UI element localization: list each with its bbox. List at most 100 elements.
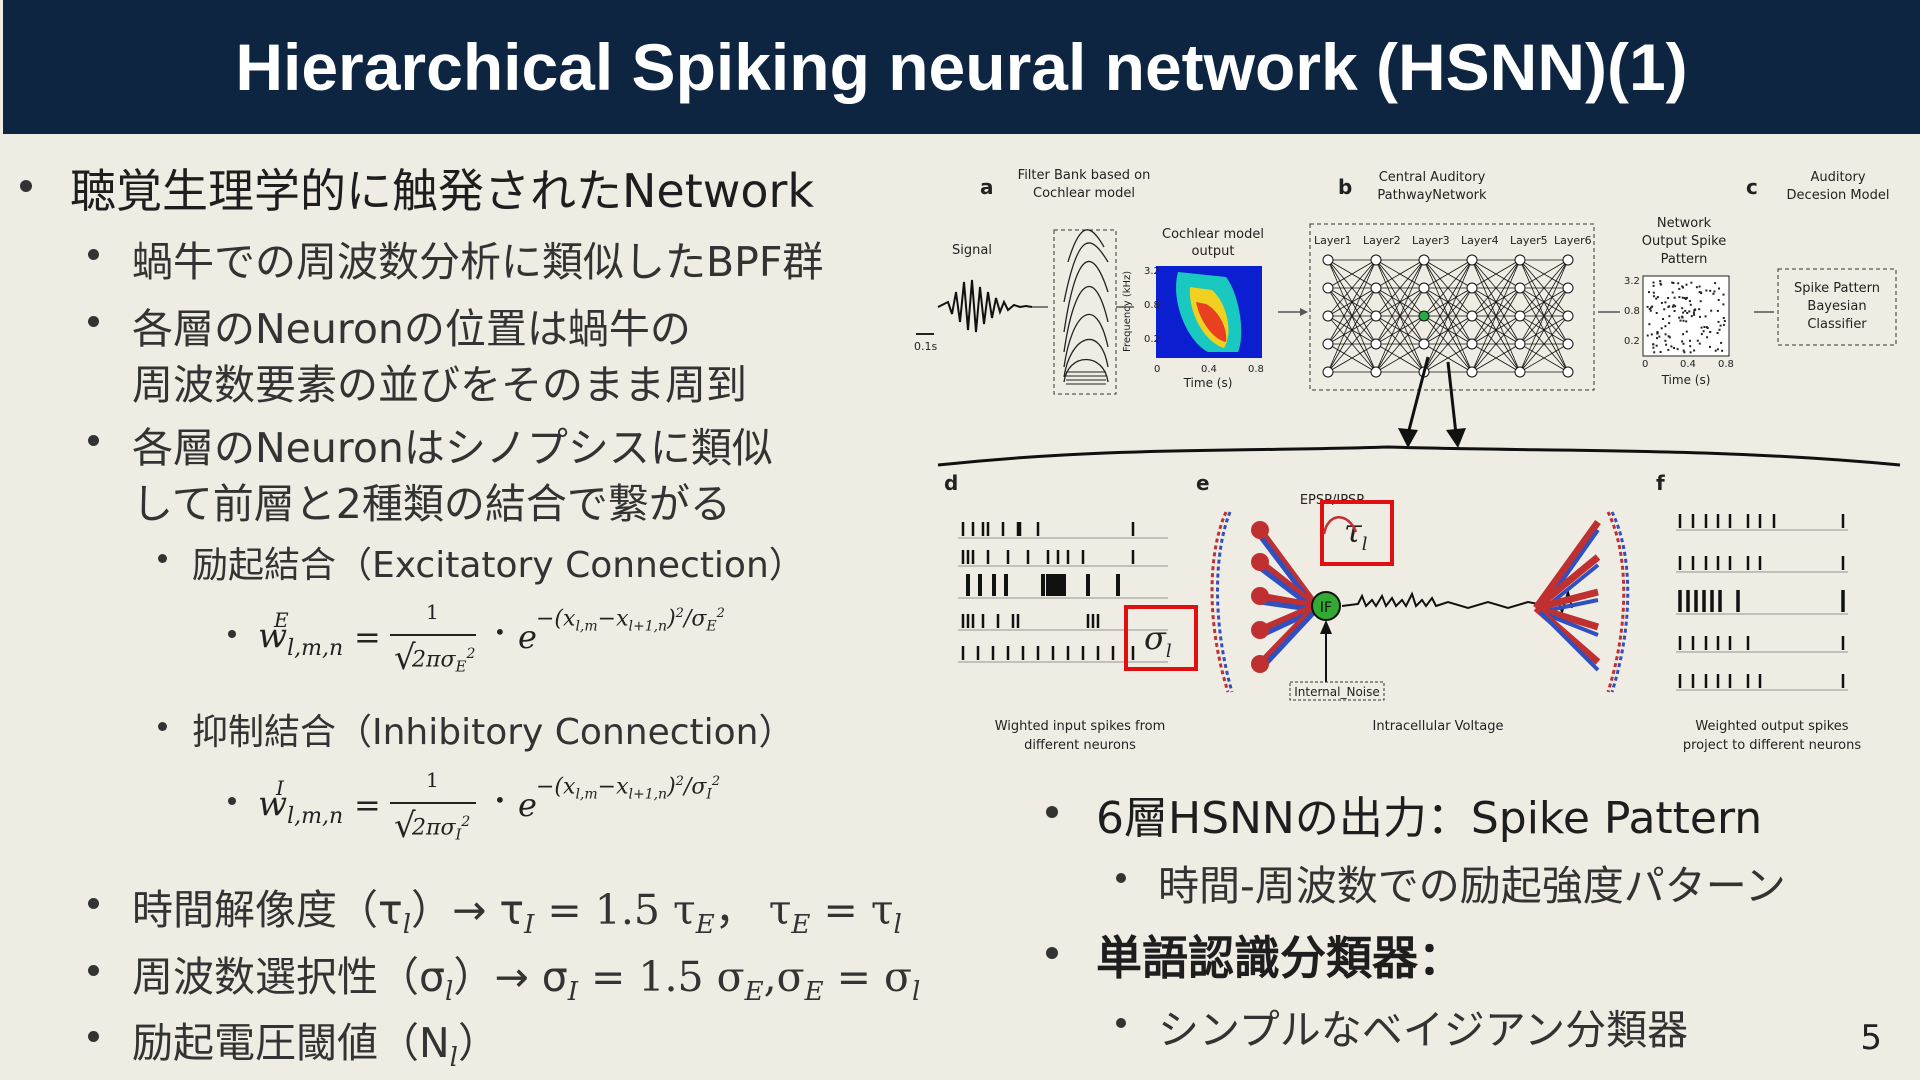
panel-f-caption-1: Weighted output spikes bbox=[1695, 719, 1848, 734]
network-connection bbox=[1471, 315, 1521, 373]
bullet bbox=[1046, 806, 1058, 818]
spike-dot bbox=[1719, 324, 1722, 327]
spike-dot bbox=[1683, 297, 1686, 299]
spike-dot bbox=[1650, 306, 1653, 309]
time-resolution-arrow: ）→ τ bbox=[411, 886, 525, 934]
bullet-network: 聴覚生理学的に触発されたNetwork bbox=[70, 164, 815, 218]
spike-dot bbox=[1662, 318, 1664, 320]
classifier-title-2: Bayesian bbox=[1807, 299, 1866, 314]
equation-inhibitory: wl,m,n I = 1 √ 2πσI2 • e −(xl,m−xl+1,n)2… bbox=[258, 768, 721, 846]
spike-dot bbox=[1668, 305, 1671, 308]
network-node bbox=[1418, 282, 1430, 294]
panel-f-label: f bbox=[1656, 471, 1665, 495]
network-connection bbox=[1471, 287, 1521, 373]
spike-dot bbox=[1714, 282, 1717, 285]
ytick-3: 0.2 bbox=[1144, 334, 1160, 345]
spike-dot bbox=[1693, 349, 1696, 352]
bullet bbox=[88, 965, 99, 976]
panel-c-title-1: Auditory bbox=[1810, 170, 1865, 185]
inhibitory-synapse bbox=[1258, 608, 1318, 672]
network-node bbox=[1562, 338, 1574, 350]
output-xtick-3: 0.8 bbox=[1718, 359, 1734, 370]
spike-dot bbox=[1648, 323, 1651, 326]
network-node bbox=[1418, 310, 1430, 322]
input-neuron bbox=[1251, 621, 1269, 639]
network-node bbox=[1562, 366, 1574, 378]
output-projection bbox=[1534, 604, 1600, 631]
spike-dot bbox=[1716, 348, 1719, 351]
spike-dot bbox=[1652, 281, 1655, 284]
filter-bank-curves bbox=[1063, 229, 1109, 383]
spike-dot bbox=[1683, 351, 1686, 354]
bullet bbox=[88, 1031, 99, 1042]
spike-dot bbox=[1659, 280, 1662, 283]
spike-dot bbox=[1652, 346, 1655, 349]
spike-dot bbox=[1674, 305, 1677, 308]
panel-a-title-1: Filter Bank based on bbox=[1018, 168, 1151, 183]
output-ytick-1: 3.2 bbox=[1624, 276, 1640, 287]
bullet-time-resolution: 時間解像度（τl）→ τI = 1.5 τE， τE = τl bbox=[132, 886, 902, 941]
spike-dot bbox=[1696, 339, 1699, 342]
spike-dot bbox=[1664, 325, 1667, 328]
filter-bank-box bbox=[1053, 229, 1117, 395]
network-node bbox=[1370, 282, 1382, 294]
spike-dot bbox=[1653, 351, 1656, 354]
spike-dot bbox=[1706, 336, 1709, 339]
network-connection bbox=[1519, 343, 1569, 373]
network-node bbox=[1514, 310, 1526, 322]
spike-dot bbox=[1698, 308, 1701, 311]
network-node bbox=[1466, 282, 1478, 294]
excitatory-synapse bbox=[1259, 592, 1317, 610]
layer-4-label: Layer4 bbox=[1461, 234, 1499, 247]
network-node bbox=[1370, 254, 1382, 266]
signal-label: Signal bbox=[952, 243, 992, 258]
spike-dot bbox=[1689, 303, 1692, 306]
bullet bbox=[1046, 947, 1058, 959]
network-connection bbox=[1327, 259, 1377, 345]
panel-e-caption: Intracellular Voltage bbox=[1373, 719, 1504, 734]
freq-axis-label: Frequency (kHz) bbox=[1122, 271, 1133, 352]
output-projection-inhibitory bbox=[1538, 610, 1600, 672]
bullet-hsnn-output: 6層HSNNの出力：Spike Pattern bbox=[1096, 793, 1763, 844]
spike-dot bbox=[1718, 328, 1721, 331]
internal-noise-label: Internal_Noise bbox=[1294, 685, 1380, 699]
cochlear-output-title-2: output bbox=[1192, 244, 1235, 259]
network-connection bbox=[1423, 259, 1473, 373]
zoom-bracket bbox=[937, 445, 1901, 467]
output-projection bbox=[1533, 554, 1601, 611]
network-connection bbox=[1471, 259, 1521, 373]
spike-dot bbox=[1659, 351, 1662, 353]
spike-dot bbox=[1709, 331, 1712, 333]
spike-dot bbox=[1652, 343, 1655, 346]
spike-dot bbox=[1695, 286, 1698, 289]
spike-dot bbox=[1689, 351, 1692, 354]
spike-dot bbox=[1671, 291, 1674, 294]
scale-label: 0.1s bbox=[914, 340, 937, 353]
spike-dot bbox=[1722, 317, 1725, 319]
excitatory-synapse bbox=[1257, 559, 1319, 609]
output-time-label: Time (s) bbox=[1661, 373, 1711, 387]
bullet-neuron-position: 各層のNeuronの位置は蝸牛の bbox=[132, 305, 691, 353]
spike-dot bbox=[1712, 292, 1715, 295]
input-neuron bbox=[1251, 655, 1269, 673]
panel-d-caption-2: different neurons bbox=[1024, 738, 1136, 753]
network-nodes bbox=[1322, 254, 1574, 378]
network-connection bbox=[1423, 259, 1473, 345]
spike-dot bbox=[1676, 348, 1679, 351]
bullet-synapse-cont: して前層と2種類の結合で繋がる bbox=[132, 480, 731, 528]
network-connection bbox=[1519, 259, 1569, 345]
spike-dot bbox=[1688, 310, 1691, 313]
spike-dot bbox=[1660, 301, 1663, 304]
network-node bbox=[1466, 338, 1478, 350]
panel-b-title-1: Central Auditory bbox=[1379, 170, 1486, 185]
network-node bbox=[1466, 366, 1478, 378]
spike-dot bbox=[1692, 311, 1695, 314]
bullet bbox=[88, 435, 99, 446]
threshold-label: 励起電圧閾値（N bbox=[132, 1019, 450, 1067]
bullet-frequency-selectivity: 周波数選択性（σl）→ σI = 1.5 σE,σE = σl bbox=[132, 953, 921, 1008]
spike-dot bbox=[1685, 296, 1688, 299]
spike-dot bbox=[1698, 285, 1701, 288]
network-node bbox=[1514, 282, 1526, 294]
internal-noise-box bbox=[1289, 681, 1385, 701]
network-output-title-1: Network bbox=[1657, 216, 1712, 231]
